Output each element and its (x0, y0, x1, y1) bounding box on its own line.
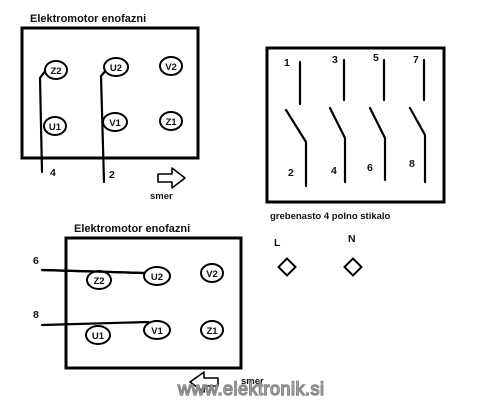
svg-text:U1: U1 (49, 122, 62, 133)
bottom-wire-label-6: 6 (33, 255, 39, 267)
top-wire-label-2: 2 (109, 169, 115, 181)
switch-top-number-3: 3 (332, 54, 338, 66)
top-direction-arrow-icon (157, 167, 186, 189)
supply-label-l: L (274, 237, 281, 249)
switch-bottom-number-2: 2 (288, 167, 294, 179)
top-motor-title: Elektromotor enofazni (30, 13, 146, 25)
switch-box (265, 46, 446, 204)
switch-bottom-number-8: 8 (409, 158, 415, 170)
bottom-direction-arrow-icon (189, 371, 219, 393)
bottom-wire-6-overlay (40, 268, 146, 275)
top-terminal-u2: U2 (103, 57, 129, 77)
svg-text:V2: V2 (165, 62, 177, 73)
top-direction-label: smer (150, 191, 173, 202)
supply-terminal-n-icon (343, 257, 363, 277)
top-wire-label-4: 4 (50, 167, 56, 179)
svg-text:Z1: Z1 (165, 117, 177, 128)
switch-blade-2 (284, 108, 308, 188)
svg-text:U2: U2 (151, 272, 163, 283)
supply-terminal-l-icon (277, 257, 297, 277)
switch-blade-4 (328, 106, 347, 184)
bottom-terminal-v2: V2 (200, 263, 224, 283)
supply-label-n: N (348, 233, 356, 245)
switch-top-number-1: 1 (284, 57, 290, 69)
svg-text:Z1: Z1 (206, 326, 218, 337)
bottom-terminal-u2: U2 (143, 266, 171, 286)
watermark: www.elektronik.si (177, 379, 325, 399)
switch-top-number-5: 5 (373, 52, 379, 64)
bottom-terminal-u1: U1 (85, 325, 111, 345)
bottom-motor-box (64, 236, 243, 370)
svg-text:V1: V1 (151, 326, 163, 337)
svg-text:U2: U2 (110, 63, 122, 74)
top-terminal-z1: Z1 (159, 111, 183, 131)
bottom-wire-8 (40, 320, 150, 327)
switch-bottom-number-4: 4 (331, 165, 337, 177)
bottom-direction-label: smer (241, 376, 264, 387)
bottom-wire-label-8: 8 (33, 309, 39, 321)
top-terminal-v2: V2 (159, 56, 183, 76)
svg-text:V2: V2 (206, 269, 218, 280)
svg-text:Z2: Z2 (93, 276, 104, 287)
top-terminal-z2: Z2 (44, 60, 68, 80)
bottom-terminal-z1: Z1 (200, 320, 224, 340)
svg-text:Z2: Z2 (50, 66, 61, 77)
switch-blade-8 (408, 106, 427, 184)
svg-text:V1: V1 (109, 118, 121, 129)
switch-top-number-7: 7 (413, 54, 419, 66)
svg-text:U1: U1 (92, 331, 105, 342)
switch-caption: grebenasto 4 polno stikalo (270, 211, 391, 222)
bottom-terminal-z2: Z2 (86, 270, 112, 290)
bottom-motor-title: Elektromotor enofazni (74, 223, 190, 235)
bottom-terminal-v1: V1 (143, 320, 171, 340)
top-terminal-v1: V1 (102, 112, 128, 132)
switch-blade-6 (368, 106, 387, 182)
top-motor-box (20, 26, 200, 160)
top-wire-4 (38, 68, 48, 174)
top-terminal-u1: U1 (43, 116, 67, 136)
switch-bottom-number-6: 6 (367, 162, 373, 174)
